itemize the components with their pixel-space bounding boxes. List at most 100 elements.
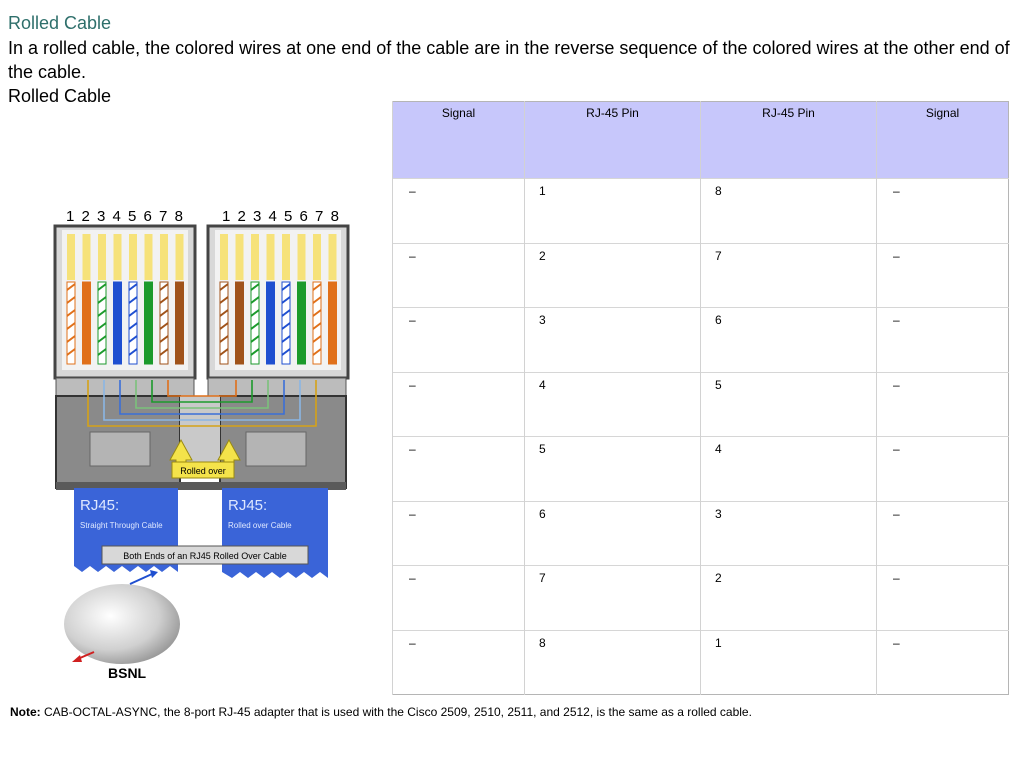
rolled-over-label: Rolled over — [180, 466, 226, 476]
table-cell: 1 — [700, 629, 877, 695]
table-cell: – — [392, 436, 525, 501]
wire — [235, 281, 244, 365]
table-cell: – — [876, 565, 1009, 630]
wire-contact — [328, 234, 337, 280]
table-cell: – — [876, 178, 1009, 243]
wire-contact — [67, 234, 75, 280]
wire-stripe — [281, 335, 291, 343]
column-header-signal-left: Signal — [392, 101, 525, 179]
left-pin-numbers: 1 2 3 4 5 6 7 8 — [66, 208, 184, 225]
table-cell: – — [392, 307, 525, 372]
table-row: – 2 7 – — [392, 242, 1009, 308]
wire-stripe — [250, 348, 260, 356]
wire-stripe — [128, 296, 138, 304]
wire-stripe — [219, 283, 229, 291]
table-row: – 4 5 – — [392, 371, 1009, 437]
wire-contact — [251, 234, 259, 280]
table-cell: 6 — [700, 307, 877, 372]
table-cell: – — [392, 242, 525, 308]
wire-contact — [235, 234, 244, 280]
wire-stripe — [281, 348, 291, 356]
table-cell: 3 — [700, 500, 877, 566]
wire-contact — [313, 234, 321, 280]
wire-stripe — [66, 322, 76, 330]
wire-stripe — [128, 283, 138, 291]
wire-stripe — [250, 309, 260, 317]
wire-contact — [82, 234, 91, 280]
right-pin-numbers: 1 2 3 4 5 6 7 8 — [222, 208, 340, 225]
wire — [113, 281, 122, 365]
pinout-table: Signal RJ-45 Pin RJ-45 Pin Signal – 1 8 … — [392, 101, 1009, 695]
table-row: – 7 2 – — [392, 565, 1009, 630]
wire-stripe — [159, 283, 169, 291]
wire-stripe — [281, 309, 291, 317]
table-cell: – — [876, 436, 1009, 501]
table-row: – 3 6 – — [392, 307, 1009, 372]
wire — [328, 281, 337, 365]
wire — [175, 281, 184, 365]
wire-stripe — [66, 296, 76, 304]
slide-title: Rolled Cable — [8, 13, 112, 33]
table-cell: – — [392, 178, 525, 243]
wire-stripe — [312, 322, 322, 330]
caption-banner: Both Ends of an RJ45 Rolled Over Cable — [101, 545, 309, 565]
column-header-signal-right: Signal — [876, 101, 1009, 179]
table-cell: 4 — [700, 436, 877, 501]
wire-stripe — [128, 309, 138, 317]
wire-stripe — [97, 296, 107, 304]
wire-stripe — [281, 283, 291, 291]
table-cell: – — [392, 371, 525, 437]
wire-stripe — [97, 322, 107, 330]
wire-stripe — [219, 309, 229, 317]
wire-stripe — [159, 309, 169, 317]
table-cell: – — [876, 307, 1009, 372]
table-cell: 5 — [524, 436, 701, 501]
logo-text: BSNL — [108, 665, 147, 681]
table-cell: – — [392, 629, 525, 695]
wire-stripe — [281, 322, 291, 330]
wire-stripe — [312, 348, 322, 356]
wire — [297, 281, 306, 365]
wire-contact — [113, 234, 122, 280]
table-cell: 2 — [524, 242, 701, 308]
wire-contact — [175, 234, 184, 280]
bsnl-logo: BSNL — [64, 570, 180, 681]
right-tag-sub: Rolled over Cable — [228, 521, 292, 530]
wire — [82, 281, 91, 365]
table-cell: – — [876, 500, 1009, 566]
wire — [266, 281, 275, 365]
wire-stripe — [66, 335, 76, 343]
wire-stripe — [219, 348, 229, 356]
wire-stripe — [250, 296, 260, 304]
wire-stripe — [97, 348, 107, 356]
wire-stripe — [128, 322, 138, 330]
table-cell: 5 — [700, 371, 877, 437]
column-header-pin-left: RJ-45 Pin — [524, 101, 701, 179]
table-row: – 1 8 – — [392, 178, 1009, 243]
wire-contact — [220, 234, 228, 280]
wire-stripe — [159, 335, 169, 343]
table-cell: – — [876, 371, 1009, 437]
wire-stripe — [128, 335, 138, 343]
wire-stripe — [97, 283, 107, 291]
table-cell: – — [876, 242, 1009, 308]
wire-contact — [282, 234, 290, 280]
wire-stripe — [250, 322, 260, 330]
slide-subtitle: Rolled Cable — [8, 86, 112, 106]
intro-text: In a rolled cable, the colored wires at … — [8, 38, 1010, 82]
rj45-cable-figure: 1 2 3 4 5 6 7 8 1 2 3 4 5 6 7 8 — [50, 200, 350, 690]
table-cell: – — [392, 500, 525, 566]
wire-stripe — [128, 348, 138, 356]
wire-contact — [266, 234, 275, 280]
table-header-row: Signal RJ-45 Pin RJ-45 Pin Signal — [392, 101, 1009, 179]
left-tag-sub: Straight Through Cable — [80, 521, 163, 530]
wire-stripe — [66, 309, 76, 317]
note-label: Note: — [10, 705, 41, 719]
wire-stripe — [219, 296, 229, 304]
wire-stripe — [97, 309, 107, 317]
table-cell: 8 — [700, 178, 877, 243]
left-rj45-plug — [53, 224, 197, 380]
wire-stripe — [312, 283, 322, 291]
table-cell: 2 — [700, 565, 877, 630]
table-cell: 1 — [524, 178, 701, 243]
